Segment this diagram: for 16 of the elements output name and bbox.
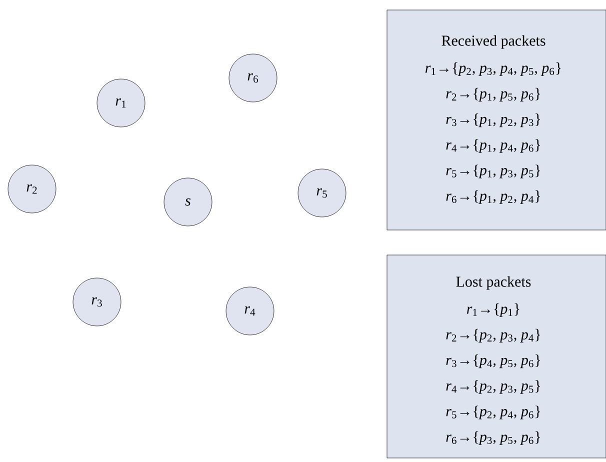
text-panel bbox=[386, 254, 606, 458]
packet-set: r$_{4}$→{p$_{2}$, p$_{3}$, p$_{5}$} bbox=[446, 380, 540, 394]
packet-set: r$_{5}$→{p$_{1}$, p$_{3}$, p$_{5}$} bbox=[446, 164, 540, 178]
packet-set: r$_{2}$→{p$_{2}$, p$_{3}$, p$_{4}$} bbox=[446, 328, 540, 342]
packet-set: r$_{5}$→{p$_{2}$, p$_{4}$, p$_{6}$} bbox=[446, 406, 540, 420]
box-heading: Lost packets bbox=[456, 276, 531, 290]
packet-set: r$_{6}$→{p$_{3}$, p$_{5}$, p$_{6}$} bbox=[446, 431, 540, 445]
packet-set: r$_{6}$→{p$_{1}$, p$_{2}$, p$_{4}$} bbox=[446, 190, 540, 204]
packet-set: r$_{1}$→{p$_{2}$, p$_{3}$, p$_{4}$, p$_{5}$, p$_{6}$} bbox=[425, 62, 561, 76]
packet-set: r$_{3}$→{p$_{4}$, p$_{5}$, p$_{6}$} bbox=[446, 354, 540, 368]
text-panel bbox=[386, 10, 606, 230]
packet-set: r$_{3}$→{p$_{1}$, p$_{2}$, p$_{3}$} bbox=[446, 114, 540, 128]
packet-set: r$_{4}$→{p$_{1}$, p$_{4}$, p$_{6}$} bbox=[446, 139, 540, 153]
box-heading: Received packets bbox=[442, 35, 546, 49]
packet-set: r$_{2}$→{p$_{1}$, p$_{5}$, p$_{6}$} bbox=[446, 88, 540, 102]
packet-set: r$_{1}$→{p$_{1}$} bbox=[466, 303, 520, 317]
